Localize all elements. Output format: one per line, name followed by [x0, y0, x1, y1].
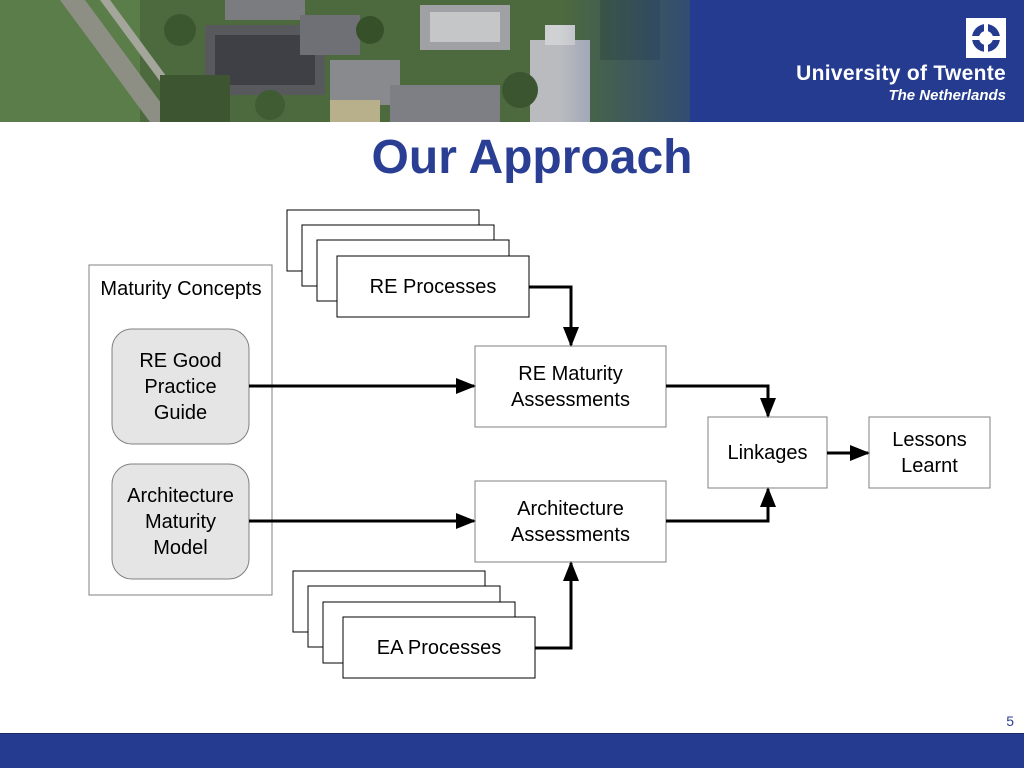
re-good-practice-line1: RE Good: [139, 350, 221, 372]
arrow-re-processes-to-re-assessments: [529, 285, 579, 347]
footer-bar: [0, 733, 1024, 768]
arrow-arch-assessments-to-linkages: [666, 487, 776, 523]
university-logo-icon: [966, 18, 1006, 58]
arch-maturity-line3: Model: [153, 537, 207, 559]
header-banner: University of Twente The Netherlands: [0, 0, 1024, 122]
lessons-line2: Learnt: [901, 455, 958, 477]
arrow-re-assessments-to-linkages: [666, 384, 776, 418]
linkages-node: [707, 416, 828, 489]
re-maturity-assessments-node: [474, 345, 667, 428]
university-name: University of Twente: [796, 62, 1006, 85]
arrow-ea-processes-to-arch-assessments: [535, 561, 579, 650]
re-assess-line2: Assessments: [511, 389, 630, 411]
page-number: 5: [1006, 713, 1014, 729]
re-processes-stack: [286, 209, 530, 318]
linkages-label: Linkages: [727, 442, 807, 464]
architecture-assessments-node: [474, 480, 667, 563]
ea-processes-label: EA Processes: [377, 637, 502, 659]
banner-fade: [560, 0, 760, 122]
lessons-learnt-node: [868, 416, 991, 489]
re-processes-label: RE Processes: [370, 276, 497, 298]
lessons-line1: Lessons: [892, 429, 967, 451]
re-good-practice-line3: Guide: [154, 402, 207, 424]
arch-maturity-line2: Maturity: [145, 511, 216, 533]
ea-processes-stack: [292, 570, 536, 679]
ea-processes-node: [342, 616, 536, 679]
arch-assess-line2: Assessments: [511, 524, 630, 546]
maturity-concepts-label: Maturity Concepts: [100, 278, 261, 300]
re-processes-node: [336, 255, 530, 318]
university-country: The Netherlands: [888, 87, 1006, 104]
slide-title: Our Approach: [371, 131, 693, 184]
re-assess-line1: RE Maturity: [518, 363, 622, 385]
re-good-practice-line2: Practice: [144, 376, 216, 398]
arch-assess-line1: Architecture: [517, 498, 624, 520]
arch-maturity-line1: Architecture: [127, 485, 234, 507]
